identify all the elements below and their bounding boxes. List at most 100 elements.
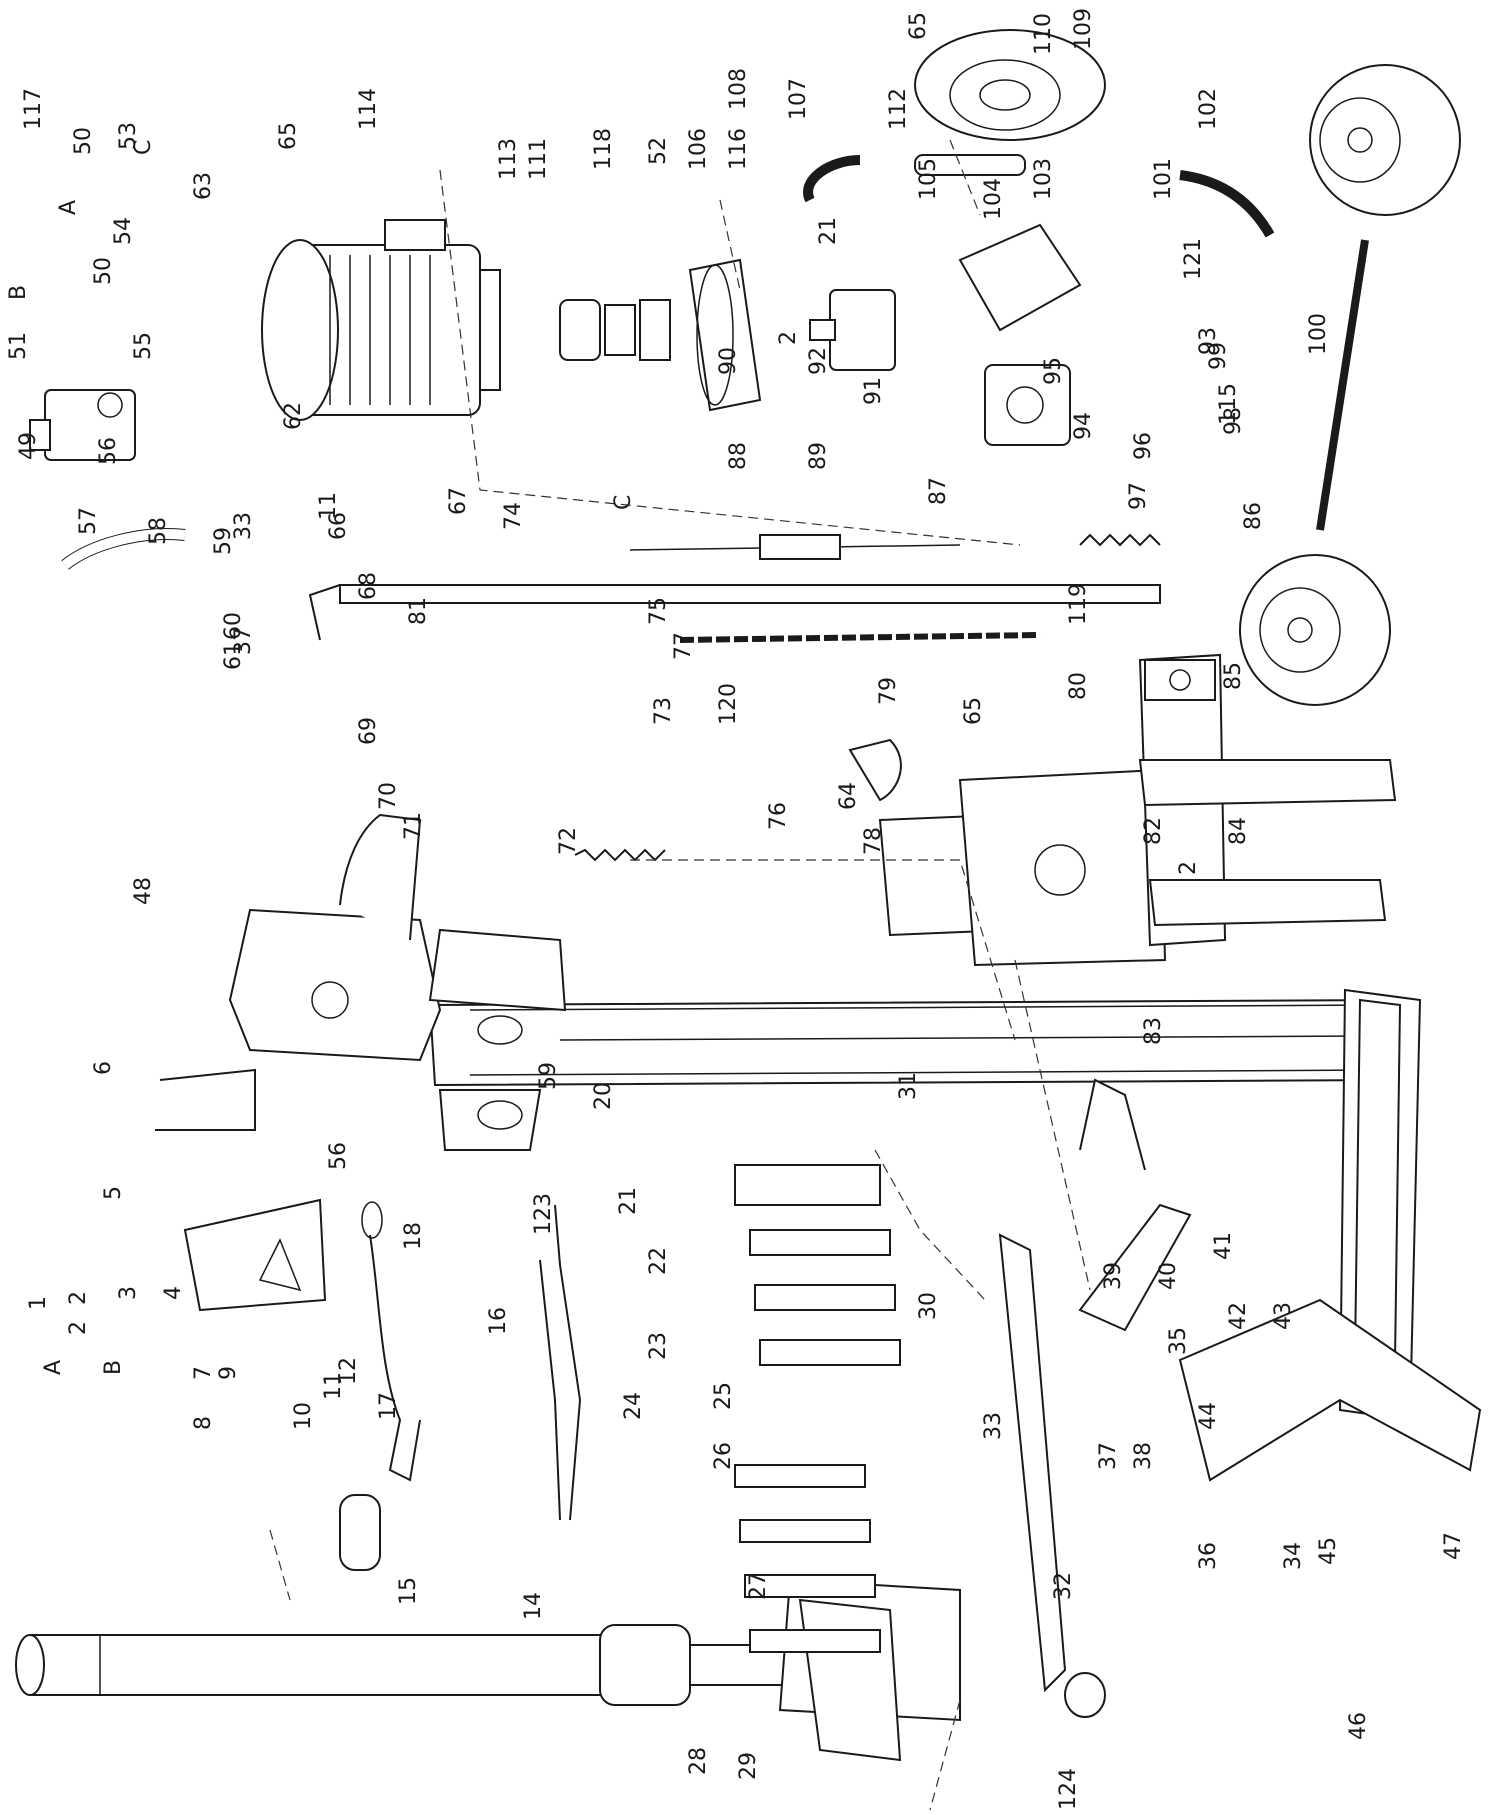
callout-c87: 87 <box>926 477 951 505</box>
callout-c78: 78 <box>861 827 886 855</box>
callout-c104: 104 <box>981 178 1006 220</box>
callout-c85: 85 <box>1221 662 1246 690</box>
callout-c50: 50 <box>71 127 96 155</box>
callout-c2: 2 <box>66 1291 91 1305</box>
callout-c79: 79 <box>876 677 901 705</box>
assembly-lines <box>269 139 1091 1811</box>
guide-plates <box>734 1164 901 1653</box>
callout-c93: 93 <box>1196 327 1221 355</box>
callout-c64: 64 <box>836 782 861 810</box>
callout-c70: 70 <box>376 782 401 810</box>
port-label-pB: B <box>101 1360 126 1375</box>
port-label-pC2: C <box>611 495 636 510</box>
callout-c39: 39 <box>1101 1262 1126 1290</box>
callout-c43: 43 <box>1271 1302 1296 1330</box>
callout-c44: 44 <box>1196 1402 1221 1430</box>
callout-c84: 84 <box>1226 817 1251 845</box>
callout-c66: 66 <box>326 512 351 540</box>
callout-c102: 102 <box>1196 88 1221 130</box>
callout-c32: 32 <box>1051 1572 1076 1600</box>
callout-c52: 52 <box>646 137 671 165</box>
callout-c11: 11 <box>321 1372 346 1400</box>
callout-c4: 4 <box>161 1286 186 1300</box>
callout-c33: 33 <box>981 1412 1006 1440</box>
callout-c73: 73 <box>651 697 676 725</box>
callout-c121: 121 <box>1181 238 1206 280</box>
control-rod <box>308 584 1161 641</box>
callout-c59b: 59 <box>536 1062 561 1090</box>
release-lever <box>1078 1078 1192 1332</box>
callout-c14: 14 <box>521 1592 546 1620</box>
callout-c94: 94 <box>1071 412 1096 440</box>
callout-c22: 22 <box>646 1247 671 1275</box>
callout-c17: 17 <box>376 1392 401 1420</box>
callout-c24: 24 <box>621 1392 646 1420</box>
callout-c48: 48 <box>131 877 156 905</box>
callout-c40: 40 <box>1156 1262 1181 1290</box>
hydraulic-cylinder <box>15 1624 801 1706</box>
callout-c42: 42 <box>1226 1302 1251 1330</box>
callout-c83: 83 <box>1141 1017 1166 1045</box>
callout-c8: 8 <box>191 1416 216 1430</box>
callout-c82: 82 <box>1141 817 1166 845</box>
callout-c2c: 2 <box>1176 861 1201 875</box>
callout-c15: 15 <box>396 1577 421 1605</box>
callout-c35: 35 <box>1166 1327 1191 1355</box>
callout-c86: 86 <box>1241 502 1266 530</box>
tank-cap <box>914 29 1106 141</box>
springs <box>574 533 1161 862</box>
callout-c60: 60 <box>221 612 246 640</box>
callout-c20: 20 <box>591 1082 616 1110</box>
callout-c107: 107 <box>786 78 811 120</box>
callout-c31: 31 <box>896 1072 921 1100</box>
callout-c71: 71 <box>401 812 426 840</box>
callout-c45: 45 <box>1316 1537 1341 1565</box>
callout-c63: 63 <box>191 172 216 200</box>
callout-c116: 116 <box>726 128 751 170</box>
callout-c25: 25 <box>711 1382 736 1410</box>
callout-c9: 9 <box>216 1366 241 1380</box>
port-label-pC: C <box>131 140 156 155</box>
callout-c69: 69 <box>356 717 381 745</box>
callout-c110: 110 <box>1031 13 1056 55</box>
callout-c51: 51 <box>6 332 31 360</box>
callout-c23: 23 <box>646 1332 671 1360</box>
callout-c16: 16 <box>486 1307 511 1335</box>
gear-pump <box>958 223 1082 446</box>
callout-c38: 38 <box>1131 1442 1156 1470</box>
callout-c120: 120 <box>716 683 741 725</box>
callout-c54: 54 <box>111 217 136 245</box>
chain <box>679 632 1041 643</box>
control-valve <box>29 389 136 461</box>
callout-c77: 77 <box>671 632 696 660</box>
callout-c72: 72 <box>556 827 581 855</box>
callout-c2d: 2 <box>66 1321 91 1335</box>
callout-c46: 46 <box>1346 1712 1371 1740</box>
callout-c103: 103 <box>1031 158 1056 200</box>
callout-c36: 36 <box>1196 1542 1221 1570</box>
callout-c11b: 11 <box>316 492 341 520</box>
callout-c61: 61 <box>221 642 246 670</box>
callout-c81: 81 <box>406 597 431 625</box>
callout-c55: 55 <box>131 332 156 360</box>
port-label-pB2: B <box>6 285 31 300</box>
parts-drawing <box>15 29 1482 1811</box>
callout-c105: 105 <box>916 158 941 200</box>
callout-c65b: 65 <box>906 12 931 40</box>
callout-c88: 88 <box>726 442 751 470</box>
callout-c124: 124 <box>1056 1768 1081 1810</box>
callout-c80: 80 <box>1066 672 1091 700</box>
callout-c68: 68 <box>356 572 381 600</box>
callout-c89: 89 <box>806 442 831 470</box>
callout-c53: 53 <box>116 122 141 150</box>
callout-c98: 98 <box>1221 407 1246 435</box>
callout-c113: 113 <box>496 138 521 180</box>
callout-c47: 47 <box>1441 1532 1466 1560</box>
callout-c118: 118 <box>591 128 616 170</box>
callout-c26: 26 <box>711 1442 736 1470</box>
callout-c111: 111 <box>526 138 551 180</box>
callout-c37: 37 <box>1096 1442 1121 1470</box>
port-label-pA: A <box>41 1360 66 1375</box>
